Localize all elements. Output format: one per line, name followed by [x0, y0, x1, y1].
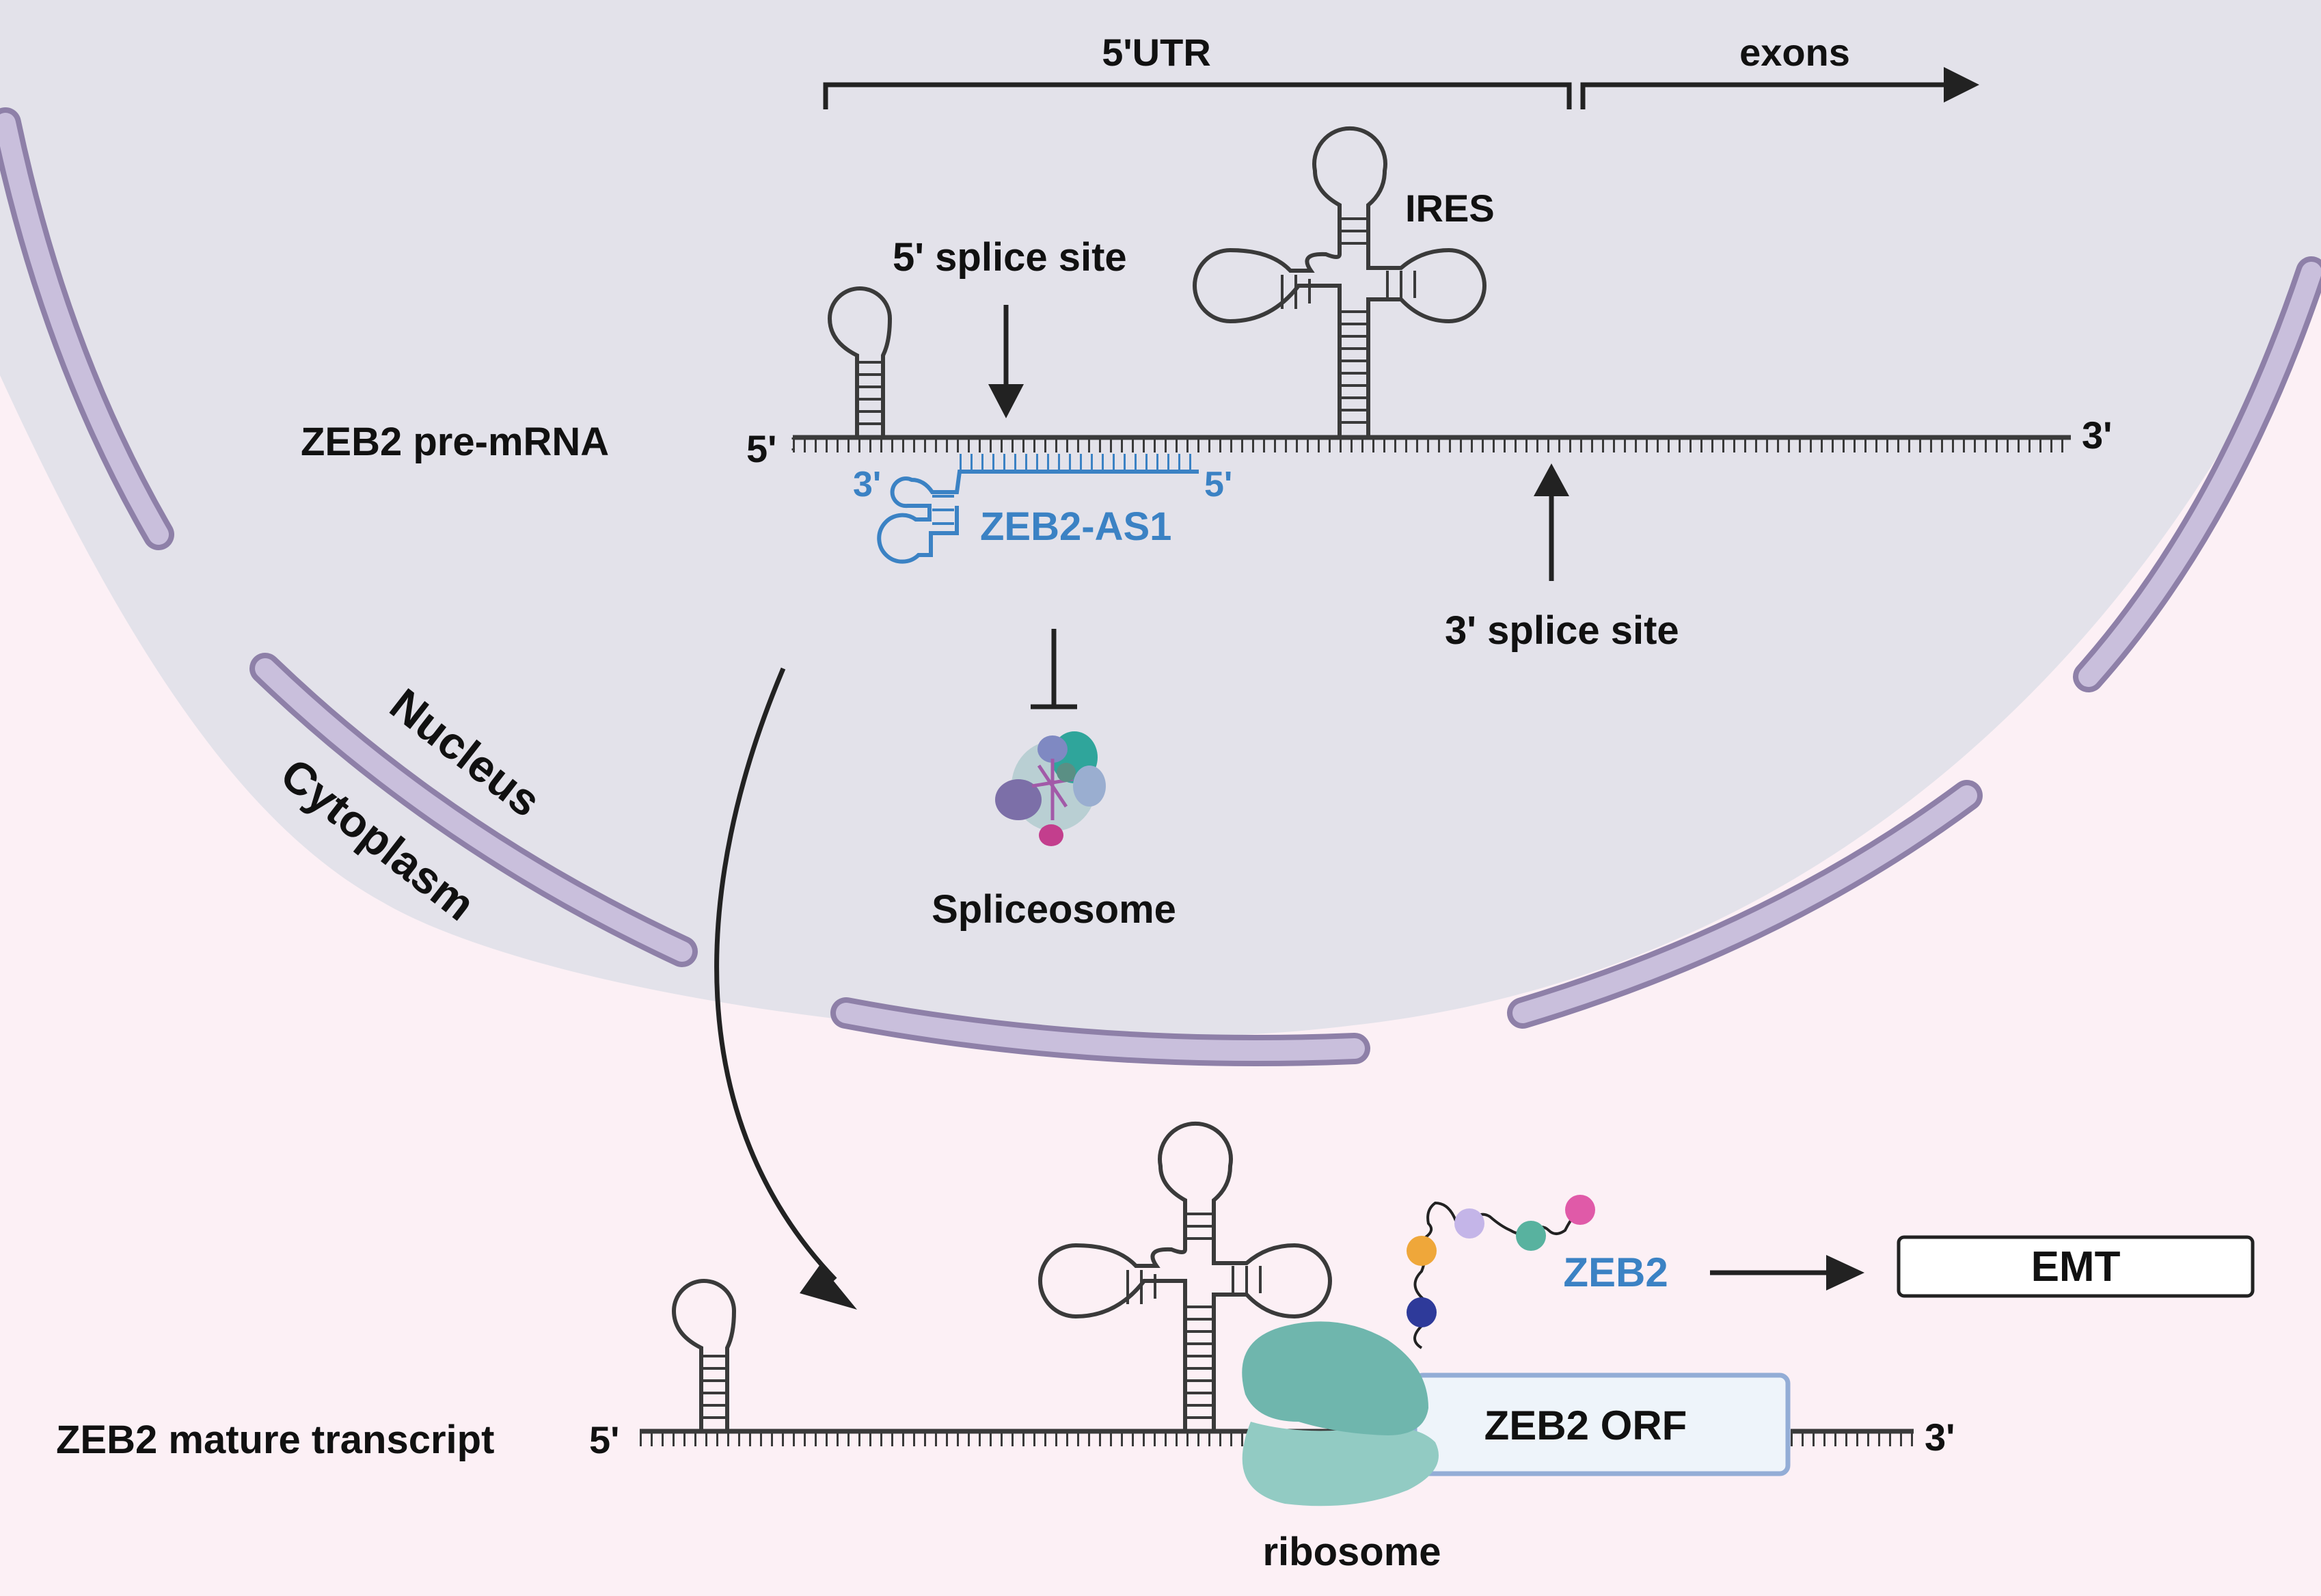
zeb2-as1-3prime: 3' — [853, 465, 881, 504]
mature-hairpin — [671, 1279, 737, 1431]
exons-bracket — [1580, 82, 1949, 109]
utr5-bracket — [823, 82, 1572, 109]
mature-label: ZEB2 mature transcript — [56, 1418, 494, 1462]
nuclear-envelope — [0, 107, 2321, 1067]
zeb2-as1-strand — [877, 454, 1199, 564]
exons-arrowhead — [1944, 67, 1979, 103]
spliceosome-icon — [995, 731, 1106, 846]
pre-mrna-hairpin — [827, 286, 893, 437]
mature-ires-structure — [1038, 1121, 1332, 1431]
nucleus — [0, 0, 2321, 1038]
pre-mrna-5prime-label: 5' — [746, 427, 776, 470]
inhibition-symbol — [1031, 629, 1077, 709]
utr5-label: 5'UTR — [1102, 31, 1211, 74]
splice3-label: 3' splice site — [1445, 608, 1679, 653]
spliceosome-label: Spliceosome — [932, 887, 1176, 932]
ires-structure — [1193, 126, 1487, 437]
mature-3prime-label: 3' — [1925, 1416, 1955, 1459]
amino-acid-chain-icon — [1407, 1195, 1595, 1349]
splice5-label: 5' splice site — [893, 235, 1127, 280]
zeb2-as1-5prime: 5' — [1204, 465, 1232, 504]
splice3-arrowhead — [1534, 463, 1569, 496]
splice5-arrowhead — [988, 384, 1024, 418]
ires-label: IRES — [1405, 187, 1495, 230]
emt-arrowhead — [1826, 1255, 1864, 1290]
pre-mrna-label: ZEB2 pre-mRNA — [301, 420, 609, 464]
emt-box — [1897, 1235, 2255, 1298]
mature-5prime-label: 5' — [589, 1418, 619, 1461]
exons-label: exons — [1739, 31, 1850, 74]
ribosome-icon — [1242, 1321, 1439, 1506]
emt-label: EMT — [2031, 1243, 2121, 1290]
protein-label: ZEB2 — [1563, 1249, 1668, 1295]
pre-mrna-3prime-label: 3' — [2082, 414, 2112, 457]
zeb2-as1-label: ZEB2-AS1 — [980, 504, 1171, 549]
export-arrow — [714, 667, 837, 1282]
ribosome-label: ribosome — [1262, 1530, 1441, 1574]
export-arrowhead — [800, 1264, 857, 1310]
orf-label: ZEB2 ORF — [1484, 1403, 1687, 1448]
